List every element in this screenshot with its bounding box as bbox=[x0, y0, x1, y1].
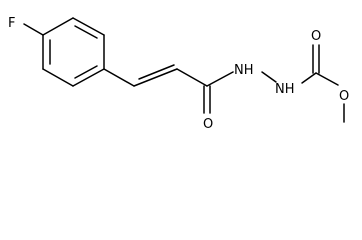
bond-c-n1 bbox=[206, 71, 234, 87]
bond-vinyl-double-inner bbox=[138, 64, 175, 80]
bond-c-o-ester bbox=[315, 72, 339, 86]
bond-ring-4 bbox=[72, 68, 105, 87]
nitrogen-1-label: NH bbox=[234, 63, 254, 78]
benzene-ring bbox=[42, 17, 105, 87]
bond-ring-inner-1 bbox=[74, 25, 98, 39]
bond-ring-vinyl bbox=[103, 68, 135, 87]
bond-n1-n2 bbox=[261, 71, 277, 83]
bond-vinyl-carbonyl bbox=[176, 68, 208, 87]
fluorine-atom-label: F bbox=[8, 16, 15, 31]
bond-ring-5 bbox=[42, 68, 74, 87]
molecule-drawing: F O NH NH O O bbox=[8, 16, 349, 132]
bond-c-f bbox=[23, 23, 44, 36]
bond-vinyl-double-outer bbox=[133, 68, 178, 87]
structure-canvas: F O NH NH O O bbox=[8, 16, 349, 132]
bond-n2-c bbox=[301, 72, 317, 84]
bond-ring-1 bbox=[42, 17, 74, 36]
bond-ring-2 bbox=[72, 17, 105, 36]
ester-oxygen-label: O bbox=[339, 89, 349, 104]
ester-carbonyl-oxygen-label: O bbox=[311, 29, 321, 44]
bond-ring-inner-2 bbox=[74, 65, 98, 79]
nitrogen-2-label: NH bbox=[275, 82, 295, 97]
carbonyl-oxygen-label: O bbox=[203, 117, 213, 132]
